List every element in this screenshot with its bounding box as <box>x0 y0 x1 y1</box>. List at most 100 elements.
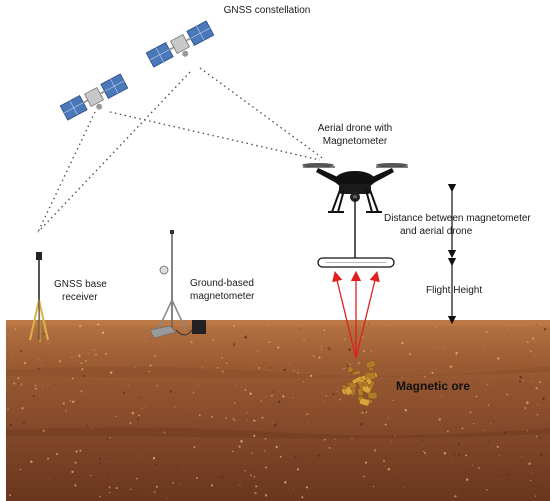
soil-speckle <box>320 349 323 351</box>
soil-speckle <box>7 408 9 411</box>
soil-speckle <box>244 469 246 472</box>
soil-speckle <box>23 361 27 365</box>
soil-speckle <box>201 367 204 369</box>
soil-speckle <box>42 429 45 432</box>
soil-speckle <box>133 366 136 368</box>
soil-speckle <box>271 394 273 397</box>
ore-chunk <box>357 387 364 397</box>
soil-speckle <box>471 464 473 466</box>
soil-speckle <box>533 354 535 356</box>
soil-speckle <box>392 399 394 402</box>
soil-speckle <box>91 428 93 430</box>
soil-speckle <box>137 489 139 491</box>
soil-speckle <box>269 367 271 369</box>
soil-speckle <box>255 363 257 365</box>
soil-speckle <box>257 366 261 370</box>
soil-speckle <box>210 484 214 487</box>
soil-speckle <box>334 439 336 440</box>
soil-speckle <box>195 476 199 480</box>
soil-speckle <box>540 453 543 456</box>
soil-speckle <box>393 338 395 340</box>
soil-speckle <box>127 384 130 386</box>
soil-speckle <box>174 405 176 408</box>
soil-speckle <box>86 424 89 427</box>
soil-speckle <box>306 327 309 329</box>
soil-speckle <box>129 422 132 424</box>
soil-speckle <box>239 335 241 337</box>
ore-chunk <box>368 367 374 372</box>
soil-speckle <box>42 333 45 335</box>
soil-speckle <box>362 336 364 339</box>
soil-speckle <box>74 484 77 487</box>
soil-speckle <box>348 348 351 351</box>
soil-speckle <box>233 402 236 404</box>
soil-speckle <box>45 351 47 353</box>
soil-speckle <box>339 398 342 401</box>
soil-speckle <box>525 413 527 415</box>
soil-speckle <box>267 325 269 327</box>
soil-speckle <box>408 353 411 356</box>
soil-speckle <box>233 419 236 422</box>
soil-speckle <box>327 346 330 349</box>
soil-speckle <box>306 413 309 416</box>
soil-speckle <box>328 348 331 351</box>
soil-speckle <box>169 390 173 393</box>
soil-speckle <box>373 449 377 452</box>
soil-speckle <box>109 436 111 439</box>
soil-speckle <box>140 396 142 398</box>
soil-speckle <box>80 389 83 393</box>
soil-speckle <box>453 453 455 455</box>
soil-speckle <box>108 486 111 489</box>
soil-speckle <box>69 362 71 364</box>
soil-speckle <box>225 417 227 419</box>
soil-speckle <box>403 351 405 353</box>
soil-speckle <box>394 435 396 437</box>
soil-speckle <box>255 485 258 488</box>
soil-speckle <box>508 334 509 336</box>
soil-speckle <box>253 419 256 423</box>
soil-speckle <box>469 411 472 414</box>
soil-speckle <box>21 407 24 410</box>
soil-speckle <box>257 350 259 353</box>
soil-speckle <box>498 455 500 457</box>
soil-speckle <box>152 457 156 460</box>
soil-speckle <box>197 384 199 386</box>
ground-magnetometer-icon <box>149 230 206 339</box>
distance-label-line2: and aerial drone <box>400 226 473 237</box>
soil-speckle <box>79 325 82 328</box>
gnss-base-label-line1: GNSS base <box>54 279 107 290</box>
soil-speckle <box>154 463 157 467</box>
soil-speckle <box>524 406 527 410</box>
soil-speckle <box>434 327 437 330</box>
soil-speckle <box>404 408 407 412</box>
magnetic-signal-arrows <box>332 270 380 359</box>
soil-speckle <box>520 455 522 457</box>
soil-speckle <box>536 324 538 326</box>
soil-speckle <box>337 484 339 487</box>
soil-speckle <box>62 402 65 405</box>
gnss-base-label-line2: receiver <box>62 292 98 303</box>
ore-chunk <box>347 366 354 373</box>
soil-speckle <box>528 462 531 466</box>
soil-speckle <box>455 351 458 355</box>
soil-speckle <box>370 350 372 353</box>
soil-speckle <box>115 415 117 417</box>
soil-speckle <box>486 489 488 491</box>
soil-speckle <box>260 400 263 402</box>
soil-speckle <box>301 496 304 499</box>
soil-speckle <box>253 434 256 437</box>
soil-speckle <box>372 486 375 488</box>
soil-speckle <box>318 356 321 359</box>
soil-speckle <box>387 417 389 419</box>
soil-speckle <box>438 418 441 421</box>
soil-speckle <box>278 400 281 403</box>
ground-magnetometer-label-line1: Ground-based <box>190 278 254 289</box>
soil-speckle <box>422 450 425 453</box>
soil-speckle <box>535 435 538 438</box>
soil-speckle <box>485 331 488 334</box>
soil-speckle <box>503 431 507 434</box>
soil-speckle <box>13 382 16 385</box>
soil-speckle <box>348 363 351 366</box>
